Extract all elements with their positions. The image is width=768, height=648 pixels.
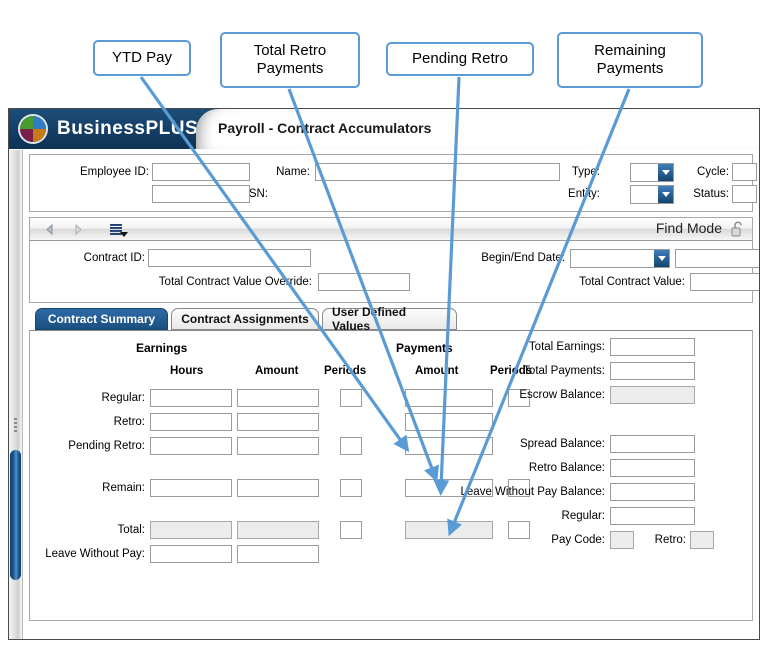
businessplus-logo-icon [20,116,46,142]
grid-row-label: Leave Without Pay: [45,548,145,560]
retro-pay-code-label: Retro: [654,534,686,546]
total-payments-input[interactable] [610,362,695,380]
name-label: Name: [276,166,310,178]
tab-strip: Contract Summary Contract Assignments Us… [29,305,753,333]
leave-without-pay-balance-input[interactable] [610,483,695,501]
total-contract-value-override-input[interactable] [318,273,410,291]
find-mode-label: Find Mode [655,220,722,236]
next-record-icon-2[interactable] [65,218,91,240]
earnings-periods-input[interactable] [340,437,362,455]
list-icon-2[interactable] [103,218,129,240]
total-contract-value-override-label: Total Contract Value Override: [158,276,312,288]
retro-balance-input[interactable] [610,459,695,477]
begin-end-date-label: Begin/End Date: [481,252,565,264]
left-splitter[interactable] [9,150,23,639]
cycle-label: Cycle: [697,166,729,178]
splitter-thumb[interactable] [10,450,21,580]
amount-input[interactable] [237,413,319,431]
name-input[interactable] [315,163,560,181]
leave-without-pay-balance-label: Leave Without Pay Balance: [460,486,605,498]
brand-label: BusinessPLUS [57,118,199,139]
record-toolbar: Find Mode [29,217,753,241]
begin-date-combobox[interactable] [570,249,670,268]
pay-code-label: Pay Code: [551,534,605,546]
employee-id-label: Employee ID: [79,166,149,178]
total-earnings-input[interactable] [610,338,695,356]
hours-input[interactable] [150,437,232,455]
amount-input[interactable] [237,479,319,497]
pay-code-input [610,531,634,549]
regular-balance-input[interactable] [610,507,695,525]
employee-header-section: Employee ID: SSN: Name: Type: Entity: Cy… [29,154,757,212]
tab-user-defined-values[interactable]: User Defined Values [322,305,457,333]
amount-input[interactable] [237,437,319,455]
hours-input[interactable] [150,479,232,497]
callout-pending-retro: Pending Retro [386,42,534,76]
earnings-periods-input[interactable] [340,389,362,407]
total-payments-label: Total Payments: [523,365,605,377]
retro-balance-label: Retro Balance: [528,462,605,474]
spread-balance-input[interactable] [610,435,695,453]
contract-section: Contract ID: Total Contract Value Overri… [29,241,759,303]
form-body: Employee ID: SSN: Name: Type: Entity: Cy… [23,150,759,639]
callout-ytd-pay: YTD Pay [93,40,191,76]
status-label: Status: [693,188,729,200]
total-contract-value-label: Total Contract Value: [579,276,685,288]
hours-input[interactable] [150,545,232,563]
total-contract-value-input[interactable] [690,273,759,291]
earnings-periods-input[interactable] [340,479,362,497]
earnings-amount-header: Amount [255,365,299,377]
grid-row-label: Remain: [102,482,145,494]
type-label: Type: [571,166,600,178]
callout-total-retro-payments: Total Retro Payments [220,32,360,88]
hours-input[interactable] [150,389,232,407]
begin-date-dropdown-arrow-icon[interactable] [654,250,669,267]
end-date-combobox[interactable] [675,249,759,268]
grid-row-label: Retro: [113,416,145,428]
contract-id-label: Contract ID: [83,252,145,264]
splitter-grip-icon [14,418,17,436]
contract-id-input[interactable] [148,249,311,267]
window-title-tab: Payroll - Contract Accumulators [196,109,759,149]
grid-row-label: Total: [117,524,146,536]
amount-input[interactable] [237,389,319,407]
application-window: BusinessPLUS Payroll - Contract Accumula… [8,108,760,640]
spread-balance-label: Spread Balance: [519,438,605,450]
entity-combobox[interactable] [630,185,674,204]
cycle-input[interactable] [732,163,757,181]
hours-input[interactable] [150,413,232,431]
entity-dropdown-arrow-icon[interactable] [658,186,673,203]
list-dropdown-caret-icon-2[interactable] [120,232,128,237]
type-dropdown-arrow-icon[interactable] [658,164,673,181]
page-title: Payroll - Contract Accumulators [218,120,432,136]
status-input[interactable] [732,185,757,203]
contract-summary-panel: Earnings Payments Hours Amount Periods A… [29,330,753,621]
escrow-balance-label: Escrow Balance: [519,389,605,401]
earnings-hours-header: Hours [170,365,204,377]
amount-input [237,521,319,539]
total-earnings-label: Total Earnings: [528,341,605,353]
prev-record-icon-2[interactable] [36,218,62,240]
payments-amount-header: Amount [415,365,459,377]
escrow-balance-input [610,386,695,404]
amount-input[interactable] [237,545,319,563]
tab-contract-summary[interactable]: Contract Summary [35,308,168,330]
callout-remaining-payments: Remaining Payments [557,32,703,88]
regular-balance-label: Regular: [561,510,605,522]
type-combobox[interactable] [630,163,674,182]
ssn-input[interactable] [152,185,250,203]
earnings-periods-header: Periods [324,365,367,377]
entity-label: Entity: [568,188,600,200]
payments-amount-input[interactable] [405,413,493,431]
title-bar: BusinessPLUS Payroll - Contract Accumula… [9,109,759,149]
unlocked-padlock-icon[interactable] [731,221,744,237]
hours-input [150,521,232,539]
earnings-group-label: Earnings [136,341,188,355]
earnings-periods-input[interactable] [340,521,362,539]
retro-pay-code-input [690,531,714,549]
payments-group-label: Payments [396,341,453,355]
grid-row-label: Pending Retro: [68,440,145,452]
tab-contract-assignments[interactable]: Contract Assignments [171,308,319,330]
grid-row-label: Regular: [101,392,145,404]
